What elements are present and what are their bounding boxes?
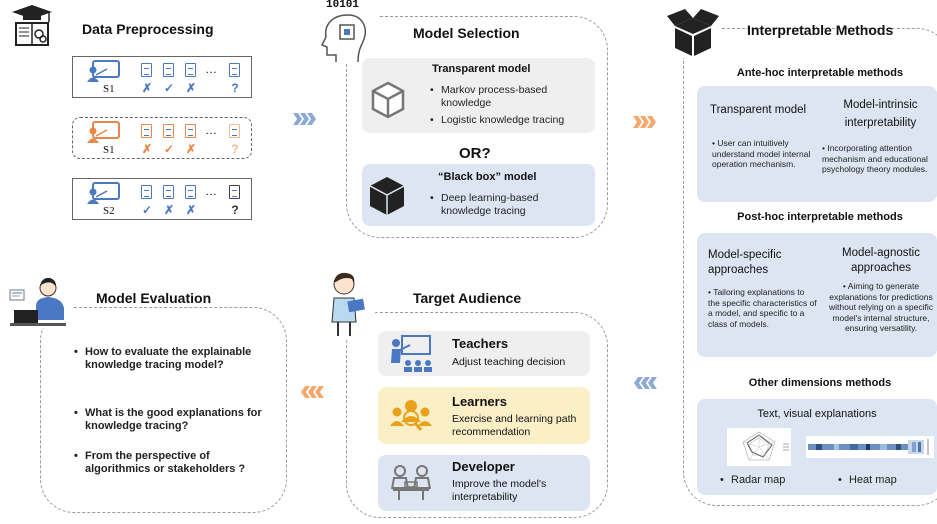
model-evaluation-title: Model Evaluation	[96, 290, 212, 306]
audience-desc: Exercise and learning path recommendatio…	[452, 413, 577, 438]
audience-name: Developer	[452, 459, 515, 474]
answer-mark: ✓	[163, 81, 175, 95]
answer-mark: ✗	[185, 142, 197, 156]
audience-desc: Adjust teaching decision	[452, 356, 566, 368]
transparent-item: Logistic knowledge tracing	[430, 114, 591, 127]
exercise-doc-icon	[141, 124, 152, 138]
audience-desc: Improve the model's interpretability	[452, 478, 547, 503]
student-board-icon	[87, 60, 120, 82]
other-subtitle: Text, visual explanations	[757, 408, 877, 420]
audience-card-developer	[378, 455, 590, 511]
post-left-text: • Tailoring explanations to the specific…	[708, 287, 817, 329]
transparent-item: Markov process-based knowledge	[430, 84, 591, 110]
answer-mark: ✗	[141, 81, 153, 95]
open-box-icon	[665, 6, 721, 58]
ante-left-text: • User can intuitively understand model …	[712, 138, 811, 169]
exercise-doc-icon	[163, 124, 174, 138]
post-right-text: • Aiming to generate explanations for pr…	[829, 281, 933, 333]
ante-right-text: • Incorporating attention mechanism and …	[822, 143, 928, 174]
ellipsis: …	[205, 184, 217, 198]
evaluation-question: What is the good explanations for knowle…	[74, 407, 275, 433]
visual-explanation-item: Radar map	[720, 474, 786, 487]
radar-chart-thumbnail	[727, 428, 791, 466]
flow-arrow-left	[301, 386, 324, 398]
audience-name: Learners	[452, 394, 507, 409]
student-label: S2	[103, 205, 115, 217]
post-right-title: Model-agnostic approaches	[842, 247, 920, 274]
learners-icon	[390, 400, 432, 431]
transparent-heading: Transparent model	[432, 63, 531, 75]
flow-arrow-right	[293, 113, 316, 125]
exercise-doc-icon	[185, 185, 196, 199]
graduation-book-icon	[8, 4, 54, 48]
sample-row: S1 ✗ ✓ ✗ … ?	[72, 56, 252, 98]
flow-arrow-right	[633, 116, 656, 128]
audience-name: Teachers	[452, 336, 509, 351]
student-label: S1	[103, 83, 115, 95]
post-hoc-heading: Post-hoc interpretable methods	[737, 211, 903, 223]
preprocessing-title: Data Preprocessing	[82, 21, 214, 37]
ante-hoc-box	[697, 86, 937, 202]
unknown-mark: ?	[231, 81, 239, 95]
ellipsis: …	[205, 62, 217, 76]
exercise-doc-icon	[141, 63, 152, 77]
ante-left-title: Transparent model	[710, 104, 807, 116]
reader-girl-icon	[322, 270, 374, 340]
exercise-doc-icon	[163, 185, 174, 199]
exercise-doc-icon	[141, 185, 152, 199]
ante-right-title: Model-intrinsic interpretability	[843, 99, 918, 129]
target-audience-title: Target Audience	[413, 290, 522, 306]
model-selection-title: Model Selection	[413, 25, 520, 41]
student-label: S1	[103, 144, 115, 156]
cube-icon	[371, 81, 405, 119]
teacher-icon	[391, 335, 432, 372]
answer-mark: ✓	[141, 203, 153, 217]
answer-mark: ✗	[185, 203, 197, 217]
heatmap-thumbnail	[806, 436, 934, 458]
answer-mark: ✗	[163, 203, 175, 217]
black-cube-icon	[369, 177, 405, 215]
answer-mark: ✓	[163, 142, 175, 156]
unknown-mark: ?	[231, 203, 239, 217]
ante-hoc-heading: Ante-hoc interpretable methods	[736, 67, 904, 79]
sample-row: S2 ✓ ✗ ✗ … ?	[72, 178, 252, 220]
person-laptop-icon	[6, 272, 72, 328]
developer-icon	[391, 465, 431, 500]
interpretable-title: Interpretable Methods	[747, 22, 894, 38]
student-board-icon	[87, 121, 120, 143]
answer-mark: ✗	[141, 142, 153, 156]
post-hoc-box	[697, 233, 937, 357]
ai-head-icon: 10101	[316, 0, 378, 64]
evaluation-question: From the perspective of algorithmics or …	[74, 450, 275, 476]
blackbox-item: Deep learning-based knowledge tracing	[430, 192, 561, 218]
student-board-icon	[87, 182, 120, 204]
flow-arrow-left	[634, 377, 657, 389]
exercise-doc-icon	[229, 124, 240, 138]
sample-row-highlighted: S1 ✗ ✓ ✗ … ?	[72, 117, 252, 159]
other-dimensions-heading: Other dimensions methods	[748, 377, 892, 389]
exercise-doc-icon	[185, 63, 196, 77]
ellipsis: …	[205, 123, 217, 137]
blackbox-heading: “Black box” model	[438, 171, 537, 183]
exercise-doc-icon	[229, 63, 240, 77]
binary-label: 10101	[326, 0, 360, 11]
audience-card-learners	[378, 387, 590, 444]
visual-explanation-item: Heat map	[838, 474, 897, 487]
exercise-doc-icon	[185, 124, 196, 138]
evaluation-question: How to evaluate the explainable knowledg…	[74, 346, 275, 372]
post-left-title: Model-specific approaches	[708, 249, 782, 276]
exercise-doc-icon	[229, 185, 240, 199]
unknown-mark: ?	[231, 142, 239, 156]
answer-mark: ✗	[185, 81, 197, 95]
exercise-doc-icon	[163, 63, 174, 77]
or-label: OR?	[459, 145, 491, 162]
